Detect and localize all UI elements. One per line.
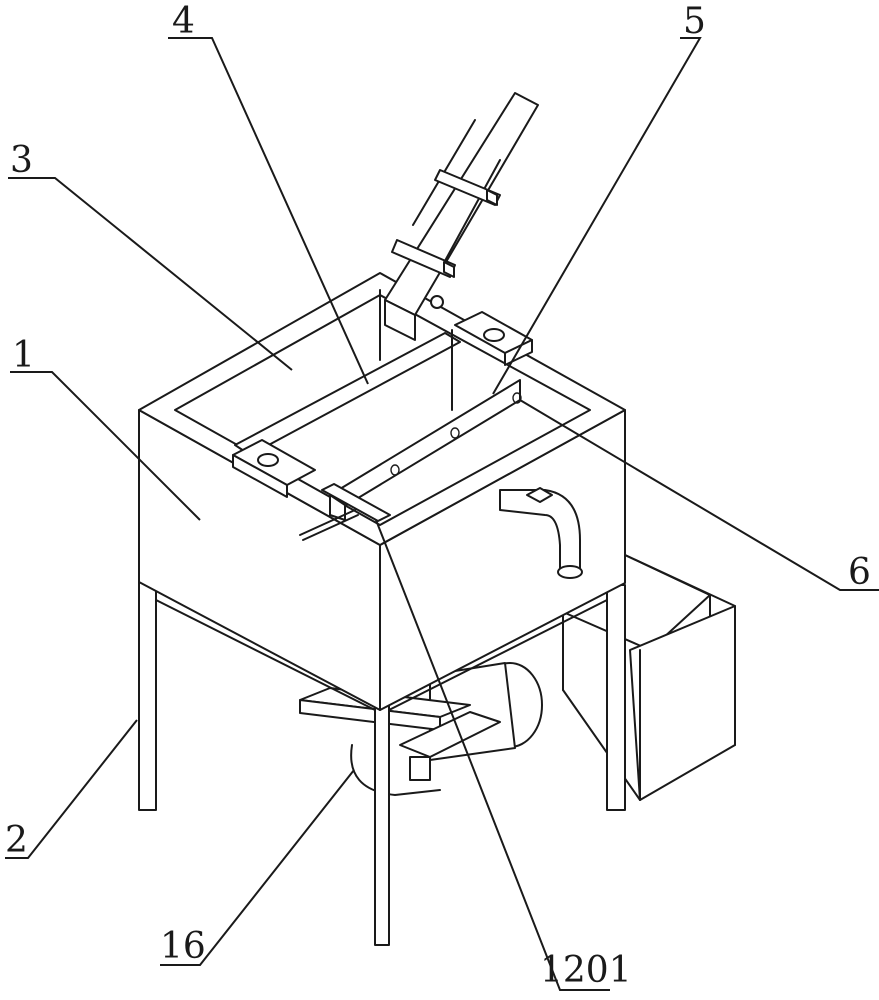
leader-lines (5, 37, 879, 991)
callout-2: 2 (5, 820, 28, 861)
faucet (499, 487, 583, 579)
inner-partitions (234, 289, 522, 521)
callout-5: 5 (683, 1, 706, 42)
callout-1201: 1201 (540, 950, 632, 991)
clamp-blocks (232, 311, 533, 541)
callout-4: 4 (172, 1, 195, 42)
callout-16: 16 (160, 926, 206, 967)
callout-1: 1 (12, 335, 35, 376)
callout-3: 3 (10, 140, 33, 181)
callout-6: 6 (848, 552, 871, 593)
motor-assembly (299, 662, 543, 796)
callout-labels: 1 2 3 4 5 6 16 1201 (5, 1, 871, 991)
inclined-chute (384, 92, 539, 341)
